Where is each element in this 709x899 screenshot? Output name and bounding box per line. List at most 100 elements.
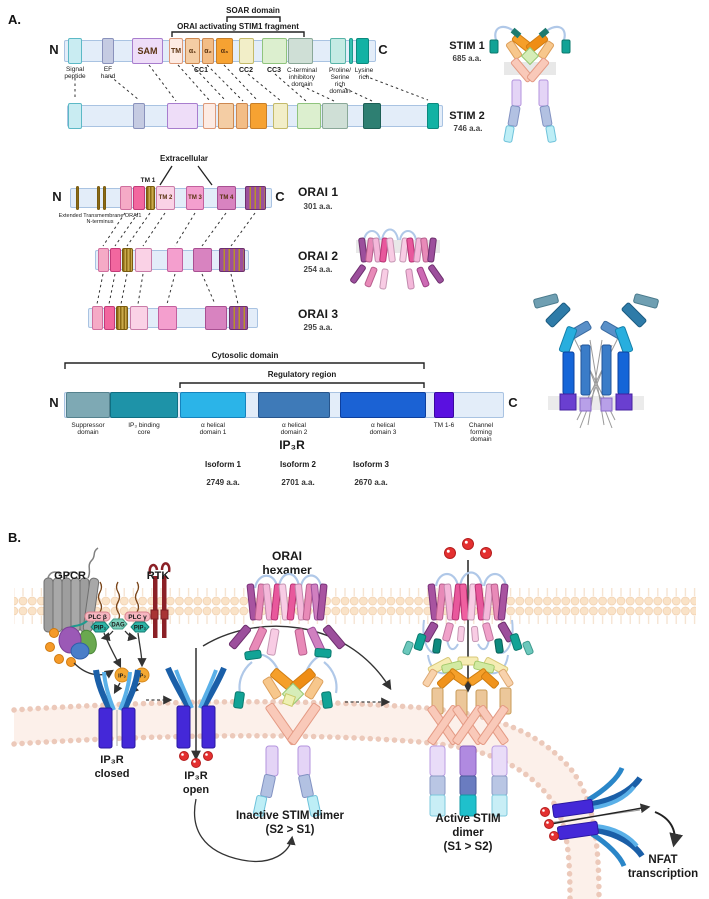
ip3r-c-terminus: C — [508, 395, 518, 410]
orai2-tm2-seg — [135, 248, 152, 272]
alpha-helical1-label: α helical domain 1 — [199, 422, 227, 437]
orai1-name: ORAI 1 — [297, 185, 339, 199]
orai1-gold-stripe — [97, 186, 100, 210]
stim1-cterm-inhibitory-seg — [288, 38, 313, 64]
isoform3-length: 2670 a.a. — [354, 478, 388, 487]
ip3-binding-core-label: IP₃ binding core — [128, 422, 160, 437]
inactive-stim-label-1: Inactive STIM dimer — [236, 810, 345, 822]
stim1-ef-hand-seg — [102, 38, 114, 64]
alpha-helical2-label: α helical domain 2 — [280, 422, 308, 437]
pip2-hexagon — [90, 621, 110, 633]
ip3r-open-label-2: open — [183, 784, 210, 796]
orai1-length: 301 a.a. — [303, 202, 333, 211]
cytosolic-domain-label: Cytosolic domain — [211, 351, 279, 360]
ip3r-suppressor-seg — [66, 392, 110, 418]
cterm-inhibitory-label: C-terminal inhibitory domain — [287, 67, 317, 89]
gtp-circle — [49, 628, 59, 638]
orai1-c-terminus: C — [275, 189, 285, 204]
orai1-pink-seg — [120, 186, 132, 210]
orai2-pink-seg — [98, 248, 109, 272]
ip3r-binding-core-seg — [110, 392, 178, 418]
ip3r-closed-label-1: IP₃R — [100, 754, 123, 766]
activation-arc-arrow — [202, 625, 392, 691]
stim1-sliver-seg — [349, 38, 353, 64]
orai2-cterm-seg — [219, 248, 245, 272]
gtp-circle — [45, 642, 55, 652]
orai3-cterm-seg — [229, 306, 248, 330]
calcium-ion — [480, 547, 492, 559]
orai2-deeppink-seg — [110, 248, 121, 272]
isoform3-label: Isoform 3 — [352, 460, 390, 469]
orai3-tm2-seg — [130, 306, 148, 330]
pip2-label-2: PIP₂ — [134, 626, 147, 632]
ip3-label-2: IP₃ — [138, 674, 146, 680]
gpcr-receptor — [43, 547, 100, 633]
isoform2-length: 2701 a.a. — [281, 478, 315, 487]
orai3-tm1-seg — [116, 306, 128, 330]
orai1-tm1-seg — [146, 186, 155, 210]
alpha-helical3-label: α helical domain 3 — [369, 422, 397, 437]
stim2-ef-hand-seg — [133, 103, 145, 129]
active-stim-label-1: Active STIM — [435, 813, 500, 825]
stim2-lysine-rich-seg — [427, 103, 439, 129]
stim1-pro-ser-seg — [330, 38, 346, 64]
lipid-tails — [97, 581, 140, 621]
store-depletion-arrow — [193, 798, 296, 862]
channel-forming-label: Channel forming domain — [468, 422, 494, 444]
orai3-deeppink-seg — [104, 306, 115, 330]
stim2-signal-peptide-seg — [68, 103, 82, 129]
ip3-molecules: IP₃ IP₃ — [114, 667, 150, 683]
nfat-ip3r: NFAT transcription — [540, 766, 698, 880]
pip2-hexagon — [130, 621, 150, 633]
orai3-tm3-seg — [158, 306, 177, 330]
plc-beta-label: PLC β — [88, 614, 107, 621]
plasma-membrane — [14, 582, 696, 625]
stim2-cterm-seg — [322, 103, 348, 129]
stim1-lysine-rich-seg — [356, 38, 369, 64]
ip3r-title: IP₃R — [279, 438, 305, 452]
tm16-label: TM 1-6 — [433, 422, 455, 429]
orai-hexamer-label-2: hexamer — [262, 563, 312, 577]
panel-b-tag: B. — [8, 530, 21, 545]
tm1-label: TM 1 — [140, 177, 156, 184]
stim2-length: 746 a.a. — [453, 124, 483, 133]
calcium-ion — [549, 831, 559, 841]
gpcr-label: GPCR — [54, 570, 86, 582]
calcium-ion — [462, 538, 474, 550]
stim2-sam-seg — [167, 103, 198, 129]
signal-peptide-label: Signal peptide — [64, 66, 86, 81]
orai1-tm3-seg: TM 3 — [186, 186, 204, 210]
stim1-c-terminus: C — [378, 42, 388, 57]
dag-label: DAG — [111, 623, 125, 629]
ip3r-closed-label-2: closed — [95, 768, 130, 780]
orai-hexamer-resting: ORAI hexamer — [228, 549, 346, 656]
orai-activating-fragment-label: ORAI activating STIM1 fragment — [177, 22, 299, 31]
orai1-tm2-seg: TM 2 — [156, 186, 175, 210]
orai2-tm3-seg — [167, 248, 183, 272]
inactive-stim-label-2: (S2 > S1) — [266, 824, 315, 836]
stim2-alpha1-seg — [218, 103, 234, 129]
active-orai-stim-complex: Active STIM dimer (S1 > S2) — [402, 538, 534, 853]
stim1-cc2-seg — [239, 38, 254, 64]
ip3r-closed: IP₃R closed — [93, 669, 141, 780]
inactive-stim-dimer: Inactive STIM dimer (S2 > S1) — [233, 647, 345, 836]
orai2-tm4-seg — [193, 248, 212, 272]
orai1-nterm-label: Extended Transmembrane ORAI1 N-terminus — [58, 213, 142, 226]
orai1-gold-stripe — [103, 186, 106, 210]
panel-b-figure: PLC β PLC γ DAG PIP₂ PIP₂ IP₃ IP₃ — [11, 538, 698, 899]
ip3-label: IP₃ — [118, 674, 126, 680]
dag-hexagon — [108, 618, 128, 630]
suppressor-domain-label: Suppressor domain — [71, 422, 105, 437]
pro-ser-label: Proline/ Serine rich domain — [328, 67, 352, 96]
calcium-ion — [191, 758, 201, 768]
ip3r-tm16-seg — [434, 392, 454, 418]
nfat-arrow — [654, 811, 684, 848]
orai2-name: ORAI 2 — [297, 249, 339, 263]
rtk-label: RTK — [147, 570, 170, 582]
regulatory-region-label: Regulatory region — [267, 370, 337, 379]
calcium-ion — [540, 807, 550, 817]
orai3-tm4-seg — [205, 306, 227, 330]
stim2-alpha2-seg — [236, 103, 248, 129]
stim1-cc3-seg — [262, 38, 287, 64]
